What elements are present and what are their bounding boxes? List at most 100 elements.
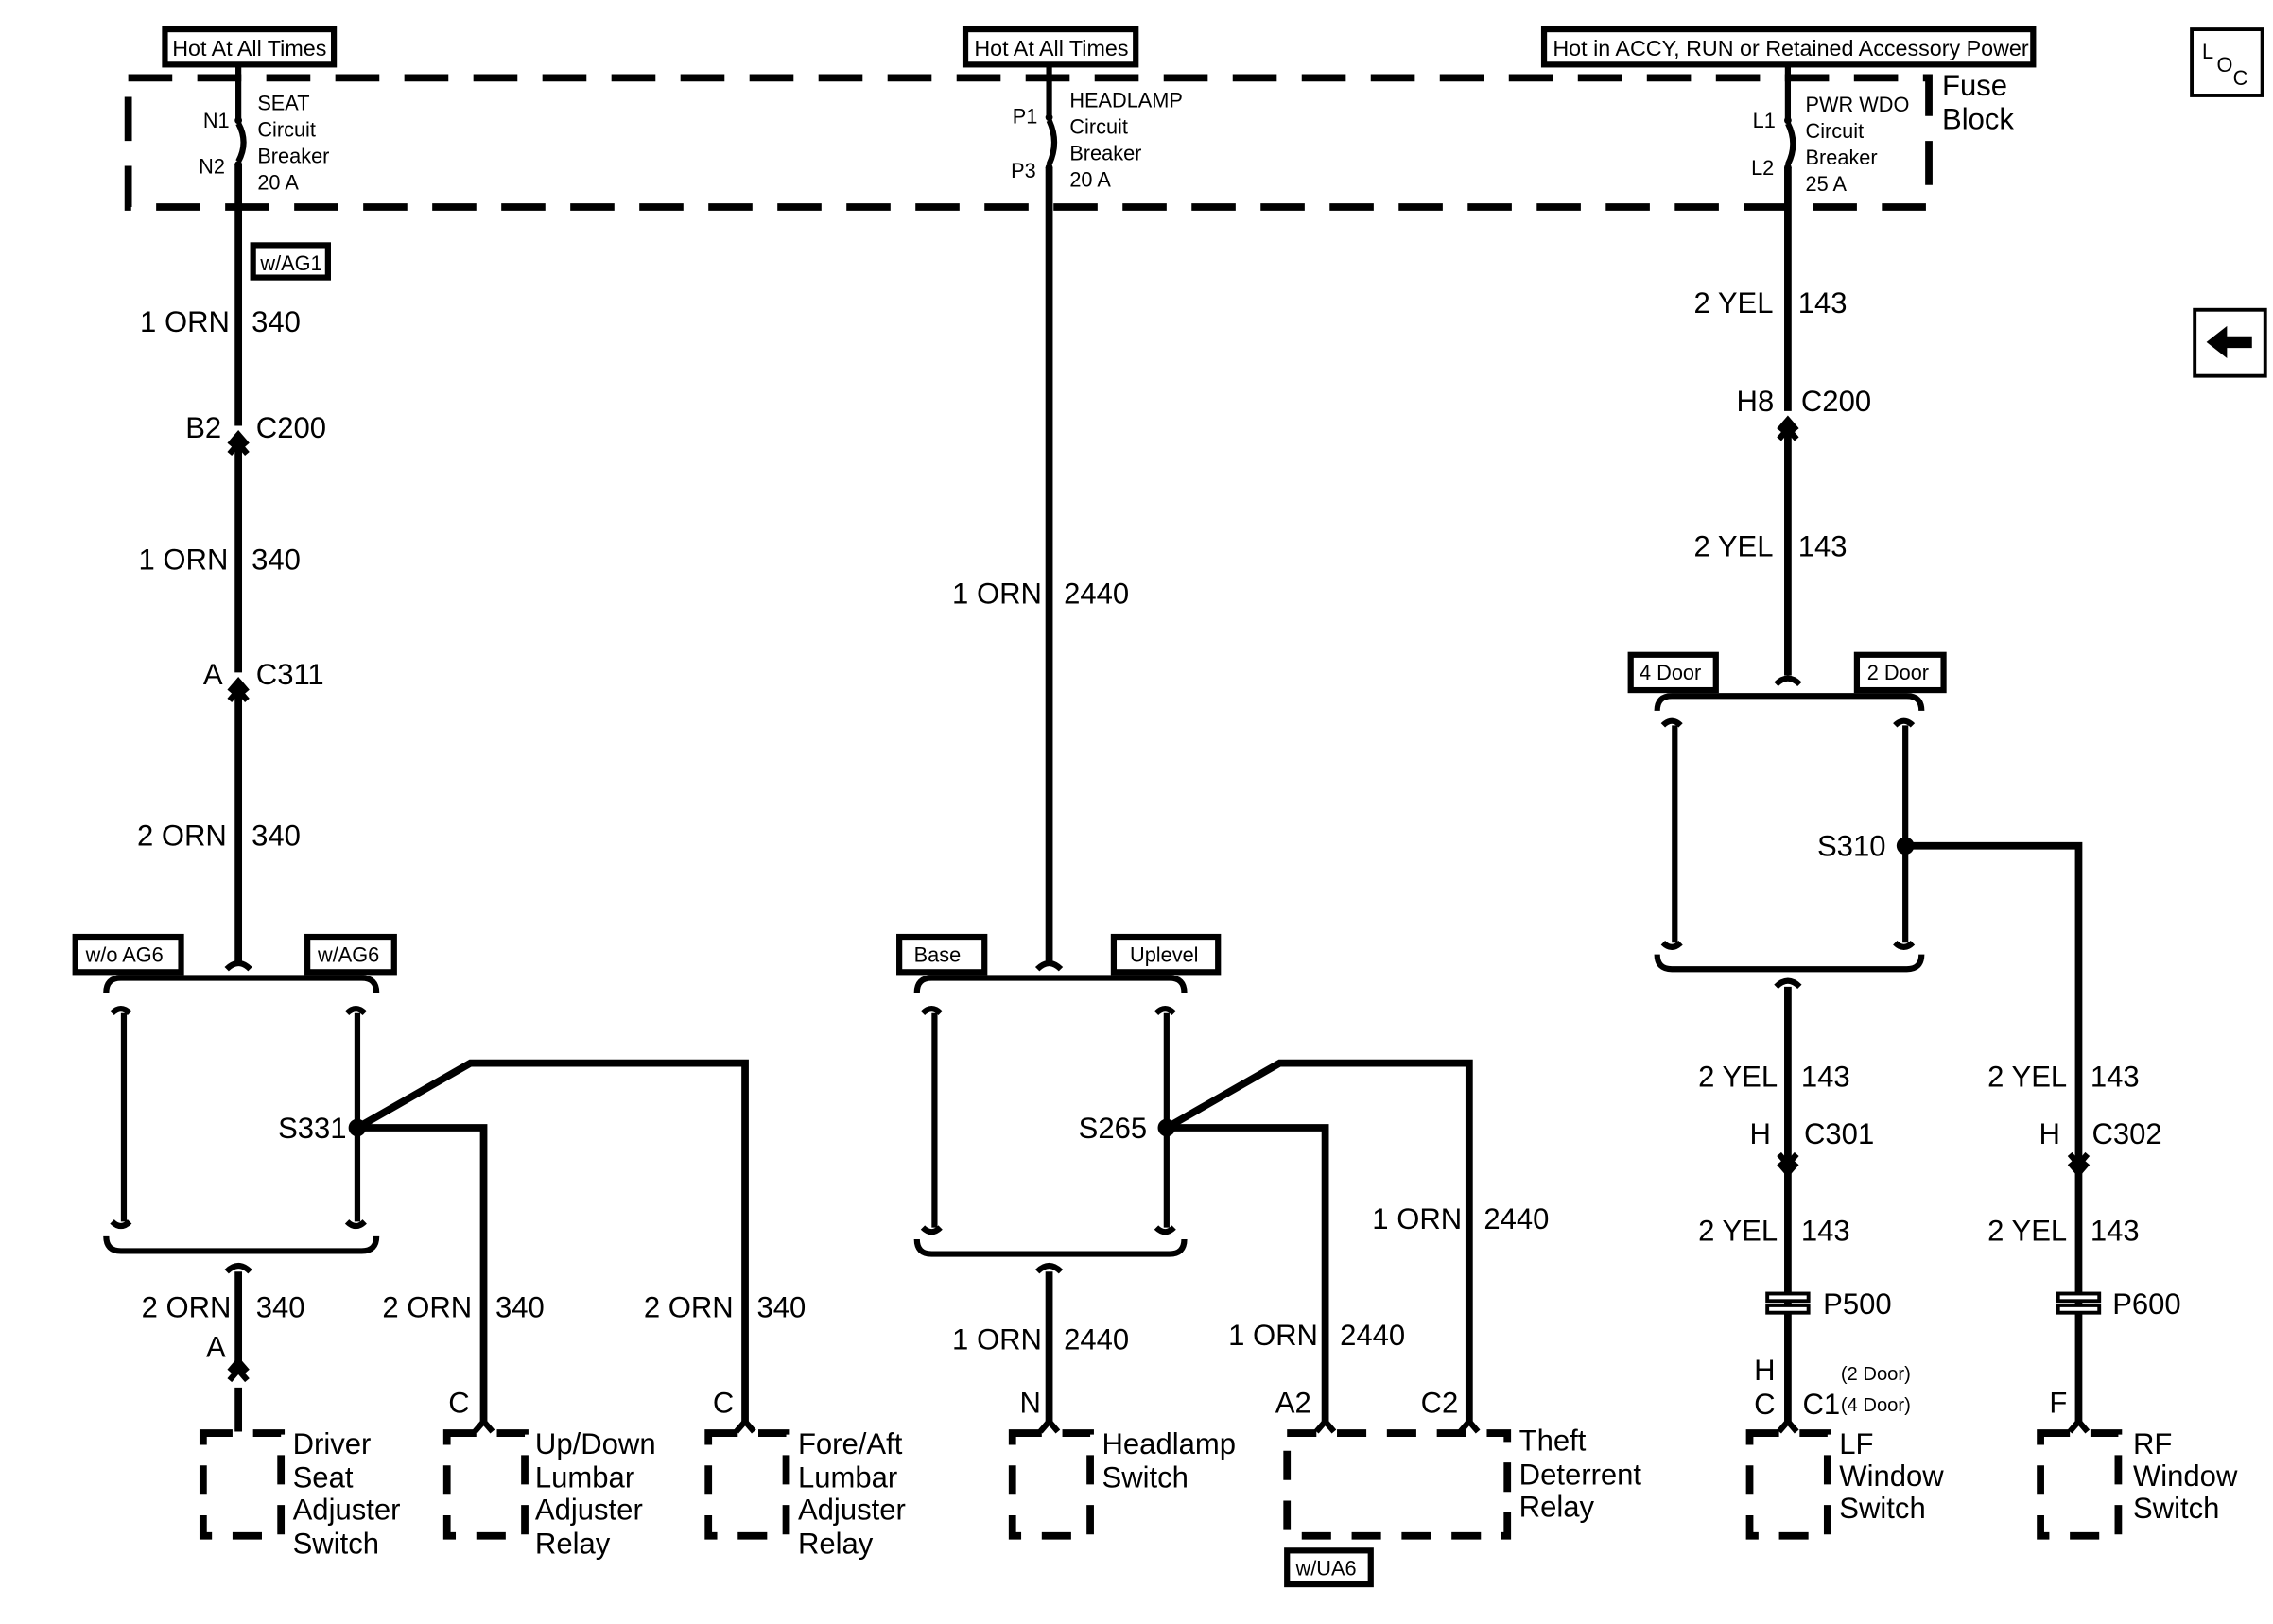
pin-n-headlamp: N — [1020, 1386, 1041, 1419]
connector-p500-symbol — [1765, 1291, 1811, 1315]
svg-text:2440: 2440 — [1064, 577, 1129, 610]
svg-text:Lumbar: Lumbar — [798, 1461, 897, 1494]
svg-text:Breaker: Breaker — [1806, 146, 1878, 169]
svg-text:Driver: Driver — [293, 1427, 372, 1460]
pin-c-lf: C — [1754, 1388, 1775, 1421]
lf-window-switch: LF Window Switch — [1745, 1427, 1944, 1540]
svg-text:Breaker: Breaker — [257, 144, 329, 167]
svg-text:Window: Window — [2133, 1460, 2238, 1493]
svg-text:Adjuster: Adjuster — [535, 1494, 643, 1527]
pin-h-c301: H — [1750, 1117, 1771, 1150]
connector-c311: C311 — [256, 658, 324, 691]
svg-text:1 ORN: 1 ORN — [1228, 1319, 1318, 1352]
fuse-block-label-1: Fuse — [1942, 69, 2007, 102]
seat-circuit-breaker: N1 N2 SEAT Circuit Breaker 20 A — [199, 64, 329, 194]
location-button[interactable]: L O C — [2190, 27, 2264, 97]
svg-text:143: 143 — [1801, 1060, 1850, 1093]
svg-text:Switch: Switch — [1102, 1461, 1188, 1494]
svg-text:Circuit: Circuit — [257, 117, 316, 141]
option-w-ua6 — [1284, 1547, 1374, 1588]
pin-c1-lf: C1 — [1802, 1388, 1840, 1421]
svg-text:143: 143 — [1801, 1215, 1850, 1248]
connector-p500: P500 — [1823, 1287, 1892, 1321]
power-label-right: Hot in ACCY, RUN or Retained Accessory P… — [1540, 26, 2037, 68]
pin-c-updown: C — [448, 1386, 469, 1419]
svg-text:2 YEL: 2 YEL — [1693, 530, 1773, 563]
svg-text:1 ORN: 1 ORN — [139, 544, 229, 577]
svg-text:1 ORN: 1 ORN — [1372, 1202, 1462, 1235]
option-w-ag1 — [250, 242, 331, 281]
updown-lumbar-adjuster-relay: Up/Down Lumbar Adjuster Relay — [442, 1427, 656, 1560]
fuse-block: Fuse Block — [124, 69, 2014, 211]
pin-p1: P1 — [1013, 104, 1038, 128]
svg-text:Theft: Theft — [1519, 1425, 1587, 1458]
power-window-circuit: 2 YEL 143 H8 C200 2 YEL 143 4 Door 2 Doo… — [1627, 167, 2181, 1434]
svg-text:143: 143 — [1798, 530, 1848, 563]
option-wo-ag6 — [72, 933, 184, 976]
splice-s331-label: S331 — [278, 1112, 347, 1145]
svg-text:143: 143 — [1798, 286, 1848, 320]
pin-h8: H8 — [1737, 385, 1775, 418]
connector-c200-right-symbol — [1777, 415, 1799, 441]
svg-text:LF: LF — [1839, 1427, 1873, 1460]
pin-c2: C2 — [1421, 1386, 1459, 1419]
option-2-door — [1853, 651, 1947, 694]
svg-text:Breaker: Breaker — [1069, 141, 1141, 164]
connector-c200-right: C200 — [1801, 385, 1871, 418]
svg-text:340: 340 — [252, 305, 301, 338]
option-4-door — [1627, 651, 1719, 694]
pin-c-foreaft: C — [713, 1386, 734, 1419]
power-label-left: Hot At All Times — [162, 26, 338, 68]
pin-a-driver-seat: A — [206, 1330, 226, 1363]
svg-text:2 YEL: 2 YEL — [1987, 1215, 2067, 1248]
svg-text:Uplevel: Uplevel — [1130, 942, 1198, 966]
svg-text:Hot At All Times: Hot At All Times — [974, 36, 1128, 60]
svg-text:2 ORN: 2 ORN — [644, 1290, 734, 1323]
pin-l1: L1 — [1753, 109, 1776, 132]
svg-text:Relay: Relay — [1519, 1491, 1595, 1524]
connector-c301: C301 — [1804, 1117, 1874, 1150]
power-label-middle: Hot At All Times — [962, 26, 1139, 68]
svg-text:Circuit: Circuit — [1806, 119, 1865, 143]
connector-c302: C302 — [2091, 1117, 2161, 1150]
svg-text:(4 Door): (4 Door) — [1841, 1395, 1911, 1416]
svg-text:2440: 2440 — [1340, 1319, 1405, 1352]
pwr-wdo-circuit-breaker: L1 L2 PWR WDO Circuit Breaker 25 A — [1751, 64, 1909, 196]
svg-text:340: 340 — [256, 1290, 305, 1323]
svg-text:143: 143 — [2091, 1060, 2140, 1093]
option-base — [896, 933, 988, 976]
svg-text:Hot in ACCY, RUN or Retained A: Hot in ACCY, RUN or Retained Accessory P… — [1553, 36, 2028, 60]
svg-text:1 ORN: 1 ORN — [952, 577, 1042, 610]
fuse-block-outline — [124, 74, 1933, 211]
svg-text:20 A: 20 A — [1069, 167, 1111, 191]
splice-s265-label: S265 — [1079, 1112, 1148, 1145]
svg-text:2440: 2440 — [1064, 1323, 1129, 1356]
pin-a2: A2 — [1275, 1386, 1311, 1419]
svg-text:(2 Door): (2 Door) — [1841, 1364, 1911, 1385]
foreaft-lumbar-adjuster-relay: Fore/Aft Lumbar Adjuster Relay — [704, 1427, 906, 1560]
pin-a-c311: A — [203, 658, 223, 691]
svg-text:2 YEL: 2 YEL — [1987, 1060, 2067, 1093]
svg-text:340: 340 — [252, 544, 301, 577]
pin-n2: N2 — [199, 154, 225, 178]
svg-text:Adjuster: Adjuster — [293, 1494, 401, 1527]
pin-n1: N1 — [203, 109, 230, 132]
svg-text:Adjuster: Adjuster — [798, 1494, 906, 1527]
svg-text:4 Door: 4 Door — [1640, 661, 1701, 684]
headlamp-circuit-breaker: P1 P3 HEADLAMP Circuit Breaker 20 A — [1011, 64, 1183, 191]
svg-text:2 YEL: 2 YEL — [1698, 1060, 1778, 1093]
svg-text:Switch: Switch — [1839, 1492, 1925, 1525]
svg-text:RF: RF — [2133, 1427, 2172, 1460]
back-button[interactable] — [2193, 307, 2267, 378]
svg-text:1 ORN: 1 ORN — [140, 305, 230, 338]
connector-c200-left-symbol — [227, 430, 250, 457]
svg-text:w/UA6: w/UA6 — [1295, 1557, 1357, 1581]
svg-text:Relay: Relay — [798, 1527, 874, 1560]
svg-text:20 A: 20 A — [257, 170, 299, 194]
svg-text:340: 340 — [756, 1290, 806, 1323]
svg-text:w/o AG6: w/o AG6 — [85, 942, 164, 966]
splice-s310-label: S310 — [1817, 830, 1886, 863]
rf-window-switch: RF Window Switch — [2037, 1427, 2238, 1540]
svg-text:143: 143 — [2091, 1215, 2140, 1248]
svg-text:PWR WDO: PWR WDO — [1806, 93, 1910, 116]
